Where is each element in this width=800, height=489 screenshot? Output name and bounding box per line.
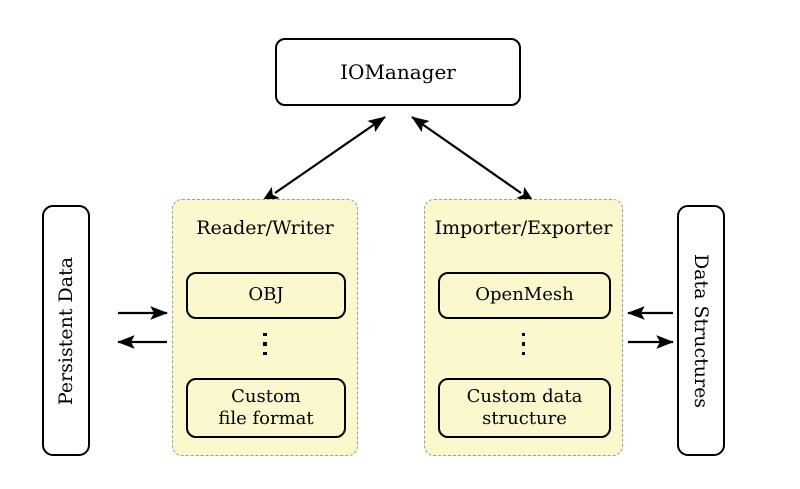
reader-writer-ellipsis-icon <box>173 333 357 356</box>
box-custom-file-format[interactable]: Custom file format <box>186 378 346 438</box>
persistent-data-node[interactable]: Persistent Data <box>42 205 90 456</box>
arrow-readerwriter-iomanager <box>261 116 386 203</box>
persistent-data-label: Persistent Data <box>55 256 77 405</box>
panel-reader-writer-title: Reader/Writer <box>196 217 334 239</box>
panel-importer-exporter[interactable]: Importer/Exporter OpenMesh Custom data s… <box>424 199 623 456</box>
box-obj-label: OBJ <box>248 284 284 306</box>
box-openmesh-label: OpenMesh <box>475 284 574 306</box>
panel-importer-exporter-title: Importer/Exporter <box>434 217 613 239</box>
arrow-importerexporter-iomanager <box>411 116 535 203</box>
box-obj[interactable]: OBJ <box>186 272 346 319</box>
iomanager-label: IOManager <box>340 60 456 84</box>
box-custom-file-format-line2: file format <box>218 408 314 429</box>
box-custom-data-structure-line1: Custom data <box>466 385 583 407</box>
box-custom-file-format-line1: Custom <box>231 385 301 407</box>
box-openmesh[interactable]: OpenMesh <box>438 272 611 319</box>
importer-exporter-ellipsis-icon <box>425 333 622 356</box>
box-custom-data-structure[interactable]: Custom data structure <box>438 378 611 438</box>
data-structures-label: Data Structures <box>690 253 712 408</box>
data-structures-node[interactable]: Data Structures <box>677 205 725 456</box>
iomanager-node[interactable]: IOManager <box>275 38 521 106</box>
panel-reader-writer[interactable]: Reader/Writer OBJ Custom file format <box>172 199 358 456</box>
box-custom-data-structure-line2: structure <box>482 408 567 429</box>
